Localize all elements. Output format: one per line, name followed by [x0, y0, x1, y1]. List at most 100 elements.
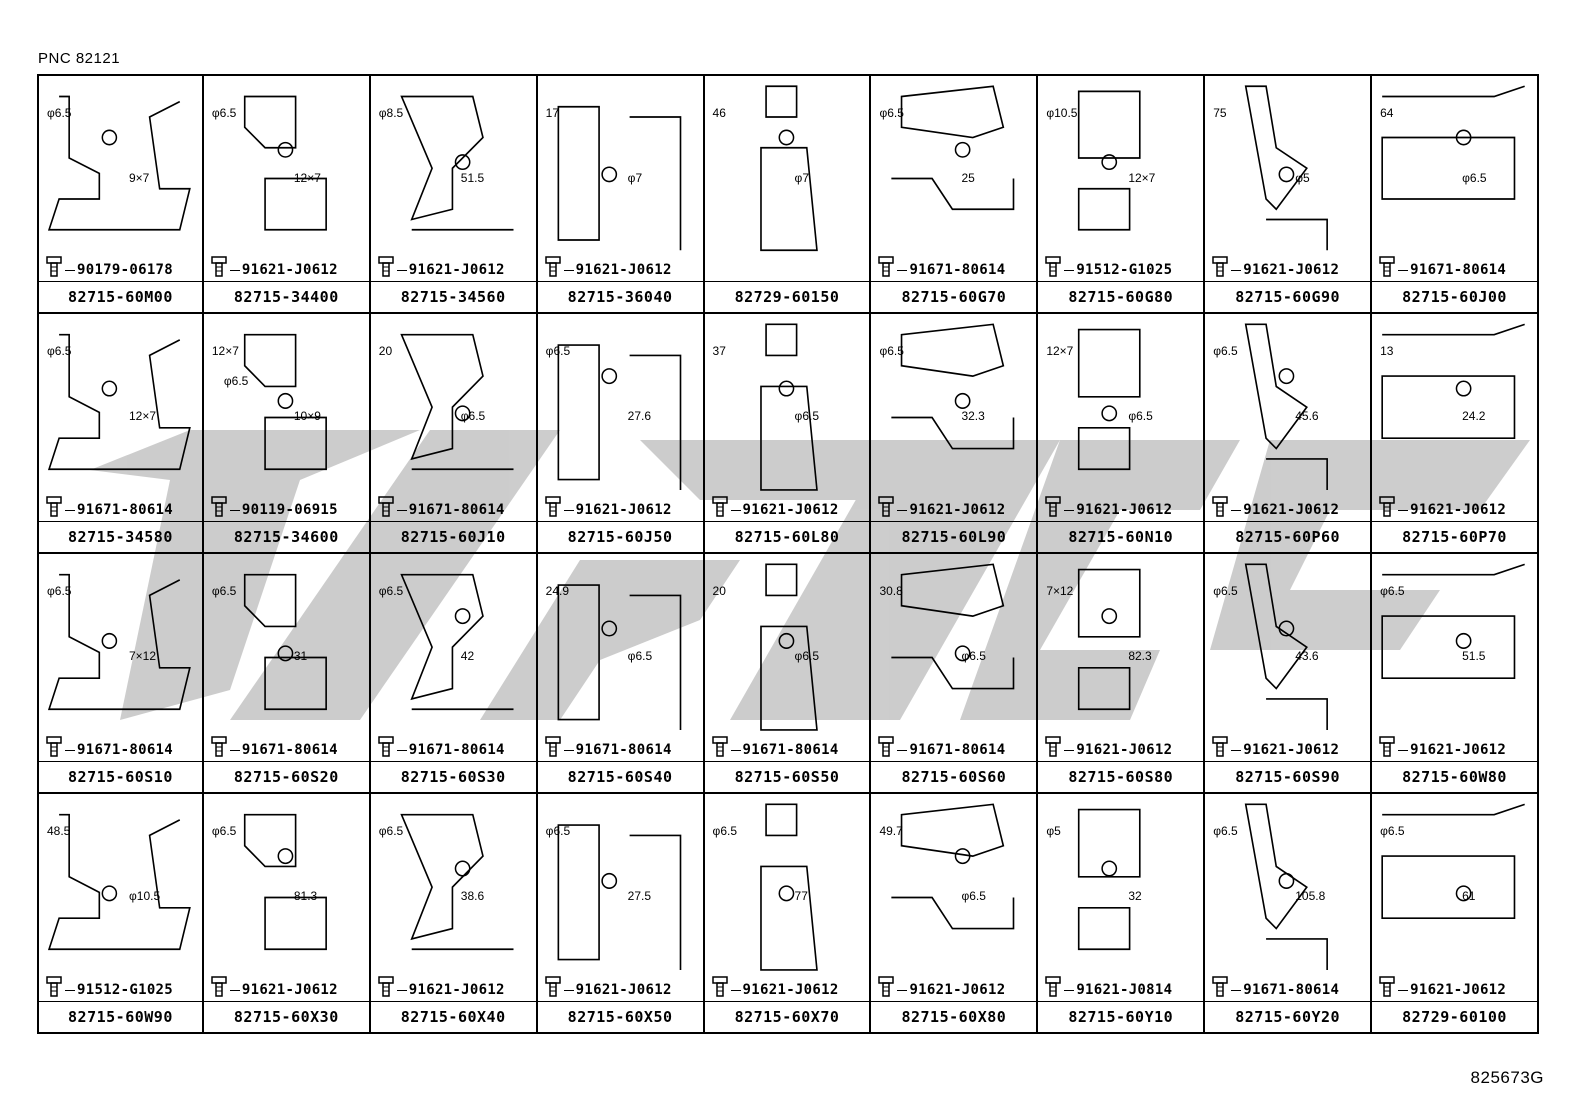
bolt-icon	[1379, 496, 1395, 517]
bolt-callout: 91671-80614	[711, 735, 839, 757]
bolt-callout: 90179-06178	[45, 255, 173, 277]
bracket-outline	[1381, 803, 1526, 920]
dimension-label: φ6.5	[460, 409, 486, 423]
leader-line	[897, 990, 908, 991]
part-number: 82715-60S50	[734, 768, 840, 786]
bolt-number: 91671-80614	[77, 742, 174, 758]
part-number: 82715-60S10	[68, 768, 173, 786]
bolt-callout: 91621-J0612	[377, 975, 505, 997]
bolt-number: 91621-J0612	[742, 502, 839, 518]
bolt-number: 91621-J0612	[241, 262, 338, 278]
bolt-icon	[1045, 256, 1062, 277]
bolt-number: 91621-J0612	[742, 982, 839, 998]
bolt-icon	[1045, 976, 1062, 997]
bolt-icon	[46, 256, 62, 277]
leader-line	[1398, 270, 1409, 271]
bolt-number: 91512-G1025	[77, 982, 174, 998]
part-number: 82715-60X40	[400, 1008, 506, 1026]
dimension-label: 20	[378, 344, 393, 358]
bolt-icon	[1212, 976, 1228, 997]
bracket-outline	[47, 813, 191, 951]
dimension-label: 30.8	[879, 584, 903, 598]
dimension-label: φ6.5	[545, 344, 571, 358]
bolt-callout: 91671-80614	[877, 735, 1005, 757]
bracket-outline	[400, 813, 514, 951]
bracket-outline	[47, 95, 191, 231]
dimension-label: φ5	[1295, 171, 1310, 185]
bolt-number: 90179-06178	[77, 262, 174, 278]
part-number: 82715-60L90	[901, 528, 1007, 546]
part-number: 82715-60W90	[68, 1008, 173, 1026]
dimension-label: φ6.5	[794, 649, 820, 663]
part-number: 82715-60S30	[400, 768, 506, 786]
dimension-label: 27.5	[627, 889, 652, 903]
leader-line	[897, 270, 908, 271]
bracket-outline	[1381, 323, 1526, 440]
dimension-label: 12×7	[1128, 171, 1156, 185]
part-number: 82715-60X30	[233, 1008, 339, 1026]
leader-line	[229, 990, 240, 991]
bolt-icon	[378, 256, 394, 277]
leader-line	[229, 270, 240, 271]
pnc-label: PNC 82121	[38, 50, 121, 67]
part-number: 82729-60150	[734, 288, 840, 306]
dimension-label: φ6.5	[223, 374, 249, 388]
leader-line	[65, 990, 75, 991]
dimension-label: 46	[712, 106, 726, 120]
bolt-number: 91621-J0612	[575, 982, 672, 998]
dimension-label: φ6.5	[1380, 584, 1405, 598]
leader-line	[1064, 270, 1075, 271]
bolt-icon	[544, 496, 561, 517]
bolt-number: 91621-J0612	[241, 982, 338, 998]
leader-line	[1231, 990, 1242, 991]
dimension-label: 42	[460, 649, 475, 663]
bolt-icon	[1379, 976, 1395, 997]
bolt-callout: 91621-J0612	[1378, 495, 1506, 517]
bolt-number: 91671-80614	[1410, 262, 1507, 278]
bolt-callout: 91621-J0612	[210, 255, 338, 277]
bolt-number: 91621-J0612	[1076, 742, 1173, 758]
bolt-callout: 91671-80614	[377, 495, 505, 517]
leader-line	[396, 750, 407, 751]
leader-line	[1231, 510, 1242, 511]
part-number: 82715-60S40	[567, 768, 673, 786]
bracket-outline	[243, 95, 327, 231]
dimension-label: 77	[794, 889, 808, 903]
bolt-number: 91621-J0612	[408, 982, 505, 998]
part-number: 82715-60N10	[1068, 528, 1174, 546]
bolt-icon	[711, 496, 728, 517]
bolt-callout: 91621-J0612	[711, 495, 839, 517]
bolt-callout: 91621-J0612	[1211, 495, 1339, 517]
dimension-label: φ6.5	[627, 649, 653, 663]
bracket-outline	[891, 803, 1015, 930]
bolt-callout: 91621-J0612	[877, 495, 1005, 517]
bolt-callout: 91621-J0612	[1211, 735, 1339, 757]
leader-line	[563, 990, 574, 991]
dimension-label: φ6.5	[378, 584, 404, 598]
drawing-code: 825673G	[1470, 1068, 1544, 1087]
dimension-label: 105.8	[1295, 889, 1326, 903]
